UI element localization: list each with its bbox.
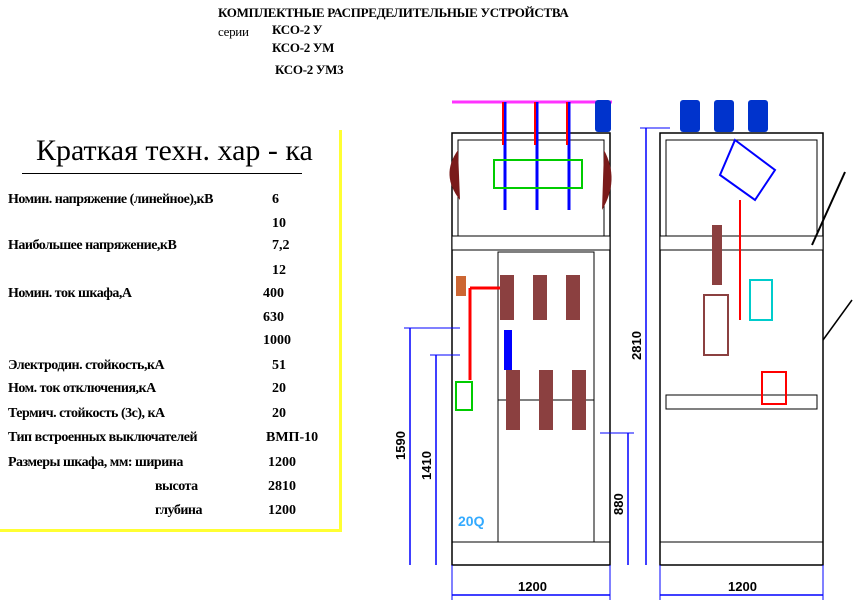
spec-value: 1200 [268, 503, 296, 518]
side-disconnector [718, 138, 777, 202]
cabinet-marking: 20Q [458, 513, 485, 529]
spec-title-underline [22, 173, 302, 174]
series-item: КСО-2 УМ [272, 40, 335, 55]
spec-label: Электродин. стойкость,кА [8, 358, 165, 373]
side-lever [822, 299, 853, 341]
spec-label: глубина [155, 503, 202, 518]
side-insulator-post [712, 225, 722, 285]
side-view: 1200 [659, 100, 853, 600]
spec-label: Номин. напряжение (линейное),кВ [8, 192, 213, 207]
spec-value: 2810 [268, 479, 296, 494]
dim-1410: 1410 [419, 451, 434, 480]
spec-value: 1000 [263, 333, 291, 348]
series-item: КСО-2 У [272, 22, 323, 37]
side-red-block [761, 371, 787, 405]
dim-880: 880 [611, 493, 626, 515]
spec-value: 20 [272, 406, 286, 421]
spec-value: 1200 [268, 455, 296, 470]
top-insulator [595, 100, 611, 132]
side-base [659, 541, 824, 566]
spec-label: Ном. ток отключения,кА [8, 381, 156, 396]
front-base [451, 541, 611, 566]
series-label: серии [218, 24, 249, 39]
front-cable-blue [504, 330, 512, 370]
side-insulator [680, 100, 700, 132]
spec-label: Размеры шкафа, мм: ширина [8, 455, 183, 470]
side-cabinet-outline [659, 132, 824, 566]
side-breaker [703, 294, 729, 356]
front-cabinet-outline [451, 132, 611, 566]
series-item: КСО-2 УМ3 [275, 62, 344, 77]
spec-title: Краткая техн. хар - ка [36, 134, 313, 167]
front-view: 20Q 1200 1590 1410 880 2810 [393, 100, 670, 600]
dim-front-width: 1200 [518, 579, 547, 594]
side-divider-lower [665, 394, 818, 410]
front-upper-compartment [457, 139, 605, 251]
side-cyan-block [749, 279, 773, 321]
dim-side-width: 1200 [728, 579, 757, 594]
spec-value: 7,2 [272, 238, 290, 253]
spec-panel: Краткая техн. хар - ка Номин. напряжение… [0, 130, 342, 532]
spec-value: 12 [272, 263, 286, 278]
spec-value: ВМП-10 [266, 430, 319, 445]
spec-label: Номин. ток шкафа,А [8, 286, 132, 301]
spec-value: 6 [272, 192, 279, 207]
spec-value: 630 [263, 310, 284, 325]
front-relay-block [456, 276, 466, 296]
spec-label: Тип встроенных выключателей [8, 430, 198, 445]
spec-value: 400 [263, 286, 284, 301]
spec-value: 10 [272, 216, 286, 231]
side-hood [811, 171, 846, 246]
side-divider [659, 235, 824, 251]
spec-label: Наибольшее напряжение,кВ [8, 238, 177, 253]
front-divider-upper [451, 235, 611, 251]
disconnector-highlight [493, 159, 583, 189]
spec-value: 20 [272, 381, 286, 396]
spec-value: 51 [272, 358, 286, 373]
dim-2810: 2810 [629, 331, 644, 360]
header-title: КОМПЛЕКТНЫЕ РАСПРЕДЕЛИТЕЛЬНЫЕ УСТРОЙСТВА [218, 5, 569, 20]
dim-1590: 1590 [393, 431, 408, 460]
side-insulator [748, 100, 768, 132]
front-green-block [455, 381, 473, 411]
spec-label: Термич. стойкость (3с), кА [8, 406, 165, 421]
spec-label: высота [155, 479, 198, 494]
front-arc-left [449, 150, 460, 200]
front-arc-right [602, 150, 612, 210]
phase-conductors [502, 102, 571, 210]
circuit-breaker-poles [500, 275, 586, 430]
side-insulator [714, 100, 734, 132]
